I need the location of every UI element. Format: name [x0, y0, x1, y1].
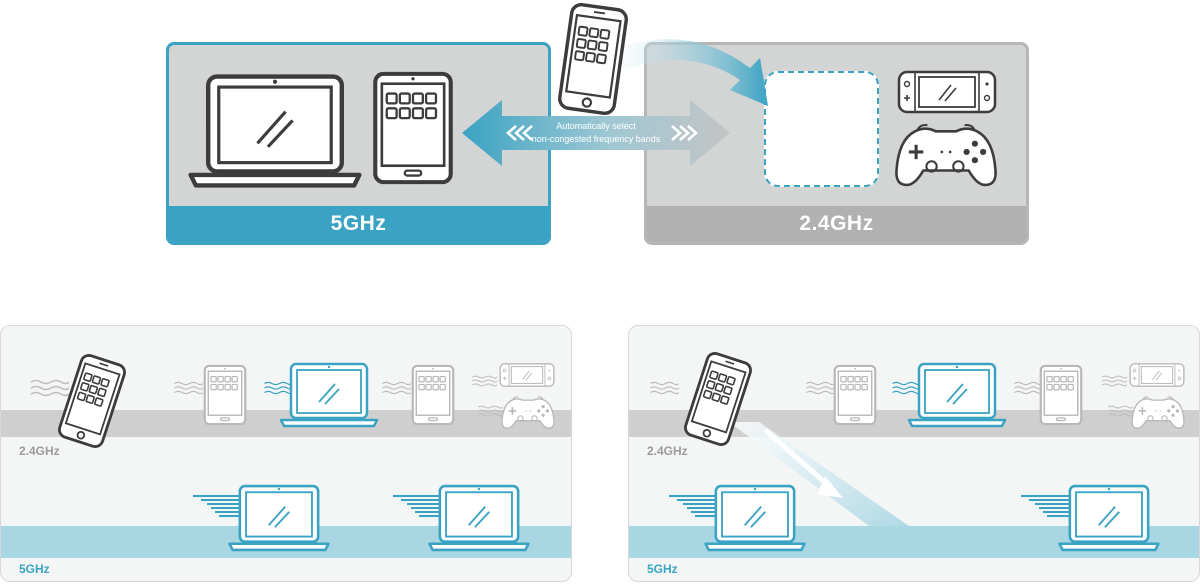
laptop-icon	[279, 362, 379, 428]
waves-icon	[381, 378, 411, 398]
waves-icon	[649, 378, 679, 398]
laptop-icon	[427, 484, 531, 552]
migration-path	[729, 422, 909, 526]
dashed-drop-slot	[764, 71, 879, 187]
tablet-icon	[833, 362, 877, 428]
band-24-label: 2.4GHz	[647, 444, 688, 458]
tablet-icon	[1039, 362, 1083, 428]
curved-arrow	[620, 39, 768, 106]
arrow-text-line2: non-congested frequency bands	[531, 134, 661, 144]
band-5-label: 5GHz	[647, 562, 678, 576]
waves-icon	[471, 372, 497, 390]
arrow-text-line1: Automatically select	[556, 121, 636, 131]
laptop-icon	[187, 73, 363, 189]
waves-icon	[805, 378, 835, 398]
scenario-panel-left: 2.4GHz 5GHz	[0, 325, 572, 582]
band-5-label: 5GHz	[19, 562, 50, 576]
waves-icon	[29, 378, 69, 398]
waves-icon	[477, 402, 503, 420]
handheld-console-icon	[499, 362, 555, 388]
tablet-icon	[203, 362, 247, 428]
waves-icon	[173, 378, 203, 398]
scenario-panel-right: 2.4GHz 5GHz	[628, 325, 1200, 582]
handheld-console-icon	[1129, 362, 1185, 388]
laptop-icon	[703, 484, 807, 552]
band-24-label: 2.4GHz	[19, 444, 60, 458]
laptop-icon	[1057, 484, 1161, 552]
waves-icon	[1101, 372, 1127, 390]
handheld-console-icon	[897, 69, 997, 115]
tablet-icon	[372, 69, 454, 187]
waves-icon	[1107, 402, 1133, 420]
tablet-icon	[411, 362, 455, 428]
band-24ghz-label: 2.4GHz	[647, 206, 1026, 242]
laptop-icon	[907, 362, 1007, 428]
gamepad-icon	[1131, 394, 1185, 430]
gamepad-icon	[894, 121, 998, 187]
panel-24ghz: 2.4GHz	[644, 42, 1029, 245]
double-arrow: Automatically select non-congested frequ…	[462, 100, 730, 166]
gamepad-icon	[501, 394, 555, 430]
band-5ghz-label: 5GHz	[169, 206, 548, 242]
laptop-icon	[227, 484, 331, 552]
